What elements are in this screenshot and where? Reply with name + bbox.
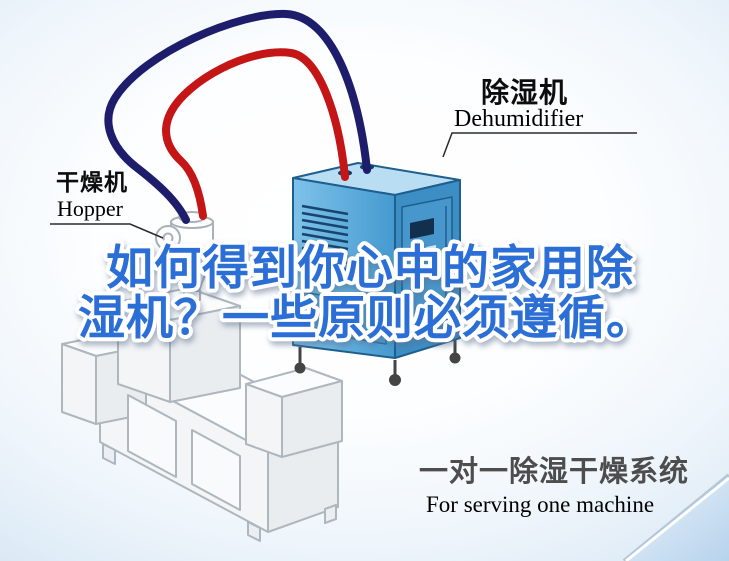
machine-foot bbox=[102, 443, 116, 465]
machine-door-panel bbox=[191, 429, 241, 511]
machine-tower-side bbox=[169, 305, 241, 403]
panel-button bbox=[426, 245, 436, 255]
caster-wheel bbox=[449, 352, 461, 364]
dehumidifier-lower-panel bbox=[302, 291, 387, 345]
casters bbox=[294, 340, 461, 386]
caption-zh: 一对一除湿干燥系统 bbox=[419, 456, 690, 488]
vent-slat bbox=[301, 232, 349, 244]
vent-grille bbox=[301, 204, 349, 272]
vent-slat bbox=[301, 225, 349, 237]
caster-wheel bbox=[294, 362, 306, 374]
machine-right-box-side bbox=[281, 380, 343, 458]
vent-slat bbox=[301, 253, 349, 265]
machine-left-box-front bbox=[61, 343, 97, 425]
vent-slat bbox=[301, 239, 349, 251]
headline: 如何得到你心中的家用除 湿机？一些原则必须遵循。 bbox=[74, 237, 657, 348]
dehumidifier-label-zh: 除湿机 bbox=[481, 77, 569, 108]
headline-line-1: 如何得到你心中的家用除 bbox=[106, 241, 634, 294]
hopper-illustration bbox=[155, 211, 214, 301]
caster-wheel bbox=[389, 374, 401, 386]
vent-slat bbox=[301, 204, 349, 216]
hopper-flange bbox=[183, 290, 201, 301]
page-curl bbox=[622, 473, 729, 561]
callout-line-dehumidifier bbox=[442, 132, 637, 158]
headline-line-2: 湿机？一些原则必须遵循。 bbox=[78, 291, 654, 344]
machine-right-box-front bbox=[245, 383, 283, 458]
control-panel bbox=[401, 196, 453, 332]
page-curl-edge bbox=[625, 476, 729, 561]
vent-slat bbox=[301, 260, 349, 272]
panel-button bbox=[412, 248, 422, 258]
red-pipe bbox=[162, 48, 349, 220]
vent-slat bbox=[301, 246, 349, 258]
vent-slat bbox=[301, 211, 349, 223]
caption-en: For serving one machine bbox=[426, 492, 655, 517]
machine-door-panel bbox=[127, 394, 177, 478]
hopper-label-zh: 干燥机 bbox=[56, 169, 128, 195]
hopper-label-en: Hopper bbox=[57, 196, 123, 221]
machine-illustration bbox=[61, 287, 343, 542]
hopper-blower-hub bbox=[162, 232, 174, 244]
dehumidifier-label-en: Dehumidifier bbox=[454, 106, 584, 132]
callout-line-hopper bbox=[50, 223, 164, 239]
display-screen bbox=[410, 218, 434, 239]
navy-pipe bbox=[104, 9, 371, 224]
dehumidifier-illustration bbox=[292, 162, 461, 386]
machine-foot bbox=[324, 504, 337, 524]
vent-slat bbox=[301, 218, 349, 230]
machine-foot bbox=[247, 521, 261, 542]
